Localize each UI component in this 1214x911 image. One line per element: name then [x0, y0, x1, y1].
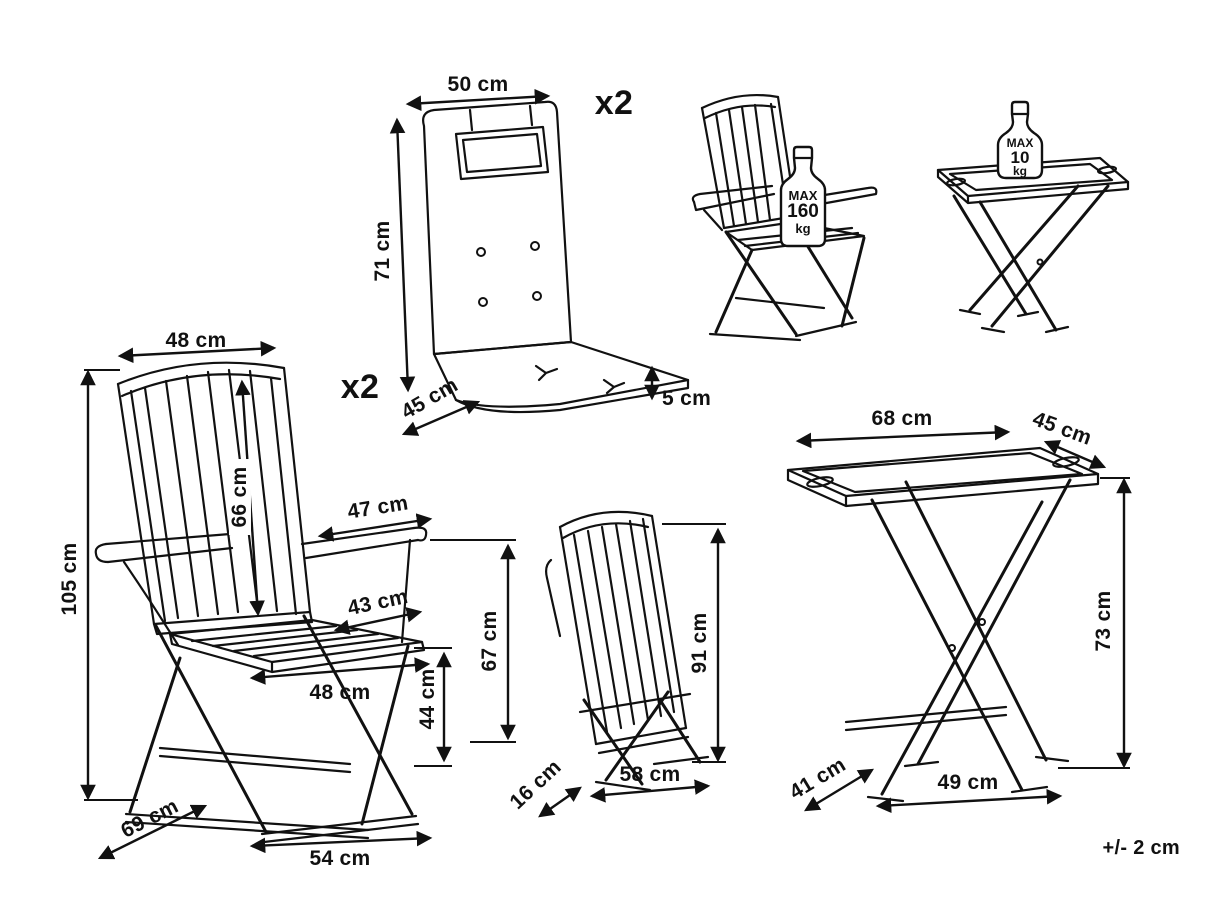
arrow-chair-armrest-length	[317, 513, 433, 542]
arrow-chair-seat-width	[249, 657, 431, 685]
table-with-max-load-drawing	[936, 100, 1130, 334]
weight-bottle-160-icon	[779, 145, 827, 248]
arrow-table-base-width	[875, 788, 1063, 814]
dim-chair-base-width: 54 cm	[309, 847, 371, 870]
dim-chair-armrest-height: 67 cm	[477, 610, 501, 672]
dim-chair-total-height: 105 cm	[57, 542, 81, 616]
arrow-table-base-depth	[803, 768, 875, 812]
dim-folded-width: 58 cm	[619, 763, 681, 786]
chair-with-max-load-drawing	[691, 94, 878, 342]
dim-cushion-top-width: 50 cm	[447, 73, 509, 96]
chair-max-load-value: 160	[787, 201, 819, 222]
chair-max-load-title: MAX	[788, 188, 818, 203]
cushion-drawing	[422, 100, 690, 414]
arrow-chair-base-width	[249, 830, 433, 854]
table-max-load-unit: kg	[1012, 164, 1027, 178]
arrow-chair-base-depth	[97, 804, 208, 860]
dim-cushion-thickness: 5 cm	[662, 387, 712, 410]
arrow-table-top-depth	[1043, 440, 1107, 469]
dimension-arrows	[80, 88, 1132, 860]
dim-table-top-width: 68 cm	[871, 407, 933, 430]
dim-cushion-back-height: 71 cm	[370, 220, 394, 282]
folding-chair-drawing	[94, 361, 428, 844]
table-max-load-title: MAX	[1006, 136, 1034, 150]
arrow-cushion-top-width	[405, 88, 551, 112]
chair-max-load-unit: kg	[795, 221, 811, 236]
chair-quantity-label: x2	[340, 368, 380, 406]
dim-folded-height: 91 cm	[687, 612, 711, 674]
table-max-load-value: 10	[1010, 148, 1030, 167]
folded-chair-drawing	[545, 510, 710, 792]
tolerance-note: +/- 2 cm	[1102, 837, 1180, 859]
arrow-cushion-seat-depth	[401, 400, 481, 436]
extension-ticks	[84, 369, 1130, 801]
cushion-quantity-label: x2	[594, 84, 634, 122]
arrow-cushion-back-height	[389, 117, 416, 393]
dim-table-base-width: 49 cm	[937, 771, 999, 794]
dim-chair-seat-width: 48 cm	[309, 681, 371, 704]
dim-chair-backrest-height: 66 cm	[228, 459, 252, 536]
arrow-chair-seat-depth	[333, 607, 423, 635]
dim-chair-backrest-width: 48 cm	[165, 329, 227, 352]
arrow-folded-depth	[538, 786, 582, 818]
arrow-folded-width	[589, 779, 711, 803]
arrow-table-top-width	[795, 424, 1011, 449]
tray-table-drawing	[786, 446, 1100, 803]
arrow-chair-backrest-width	[117, 340, 277, 364]
dim-table-height: 73 cm	[1091, 590, 1115, 652]
weight-bottle-10-icon	[996, 100, 1044, 180]
dim-chair-seat-height: 44 cm	[415, 668, 439, 730]
